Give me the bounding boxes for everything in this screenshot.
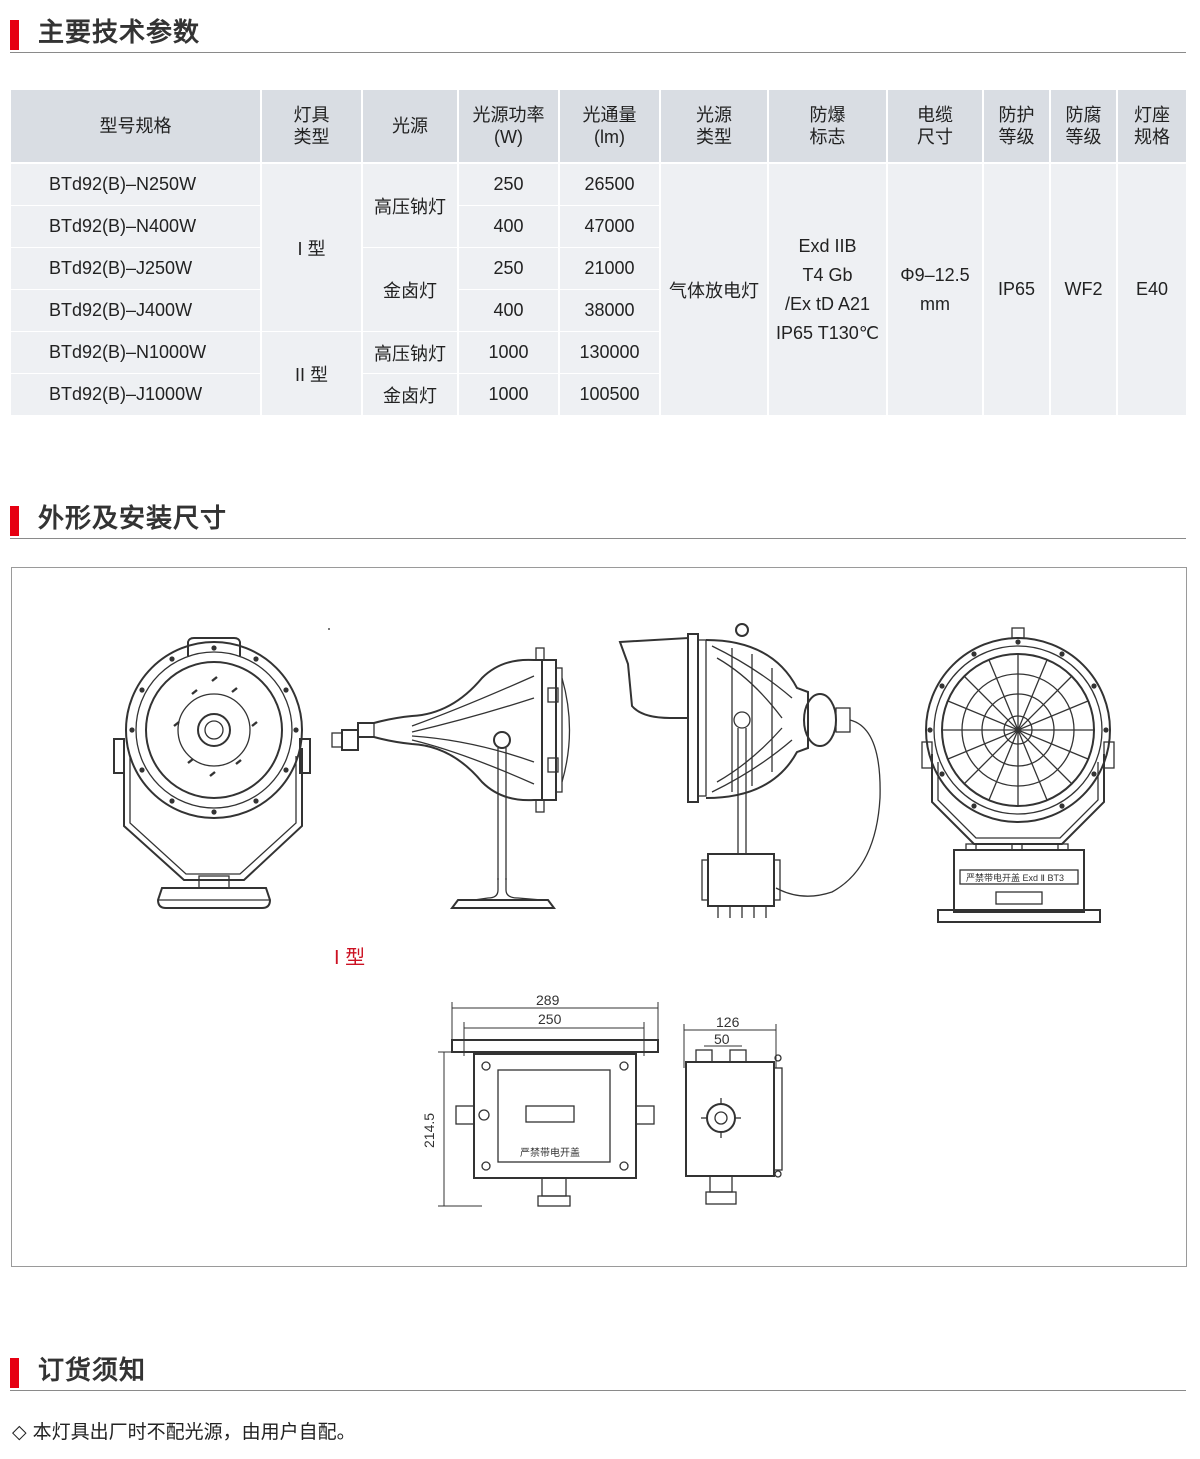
drawing-area: I 型 [11, 567, 1187, 1267]
dim-126: 126 [716, 1014, 740, 1030]
section-header-params: 主要技术参数 [10, 16, 1186, 53]
section-title: 订货须知 [38, 1356, 147, 1386]
box-front-plate-text: 严禁带电开盖 [520, 1146, 580, 1159]
table-row: BTd92(B)–J400W 400 38000 [11, 289, 1186, 332]
dim-214-5: 214.5 [421, 1113, 437, 1148]
table-row: BTd92(B)–J1000W 金卤灯 1000 100500 [11, 373, 1186, 415]
table-header-row: 型号规格 灯具类型 光源 光源功率(W) 光通量(lm) 光源类型 防爆标志 电… [11, 90, 1186, 163]
side-view-drawing [328, 628, 571, 909]
side-view-type2-drawing [618, 623, 881, 918]
cell-power: 400 [457, 289, 559, 332]
junction-box-front-drawing: 289 250 214.5 严禁带电开盖 [421, 992, 659, 1207]
type-label: I 型 [334, 946, 365, 969]
cell-flux: 100500 [558, 373, 660, 415]
junction-box-side-drawing: 126 50 [683, 1014, 783, 1205]
cell-source-metal-halide: 金卤灯 [361, 373, 458, 415]
cell-power: 250 [457, 247, 559, 290]
cell-flux: 26500 [558, 162, 660, 206]
front-view-type2-drawing: 严禁带电开盖 Exd Ⅱ BT3 [921, 627, 1115, 923]
ordering-note: ◇ 本灯具出厂时不配光源，由用户自配。 [12, 1421, 356, 1443]
cell-flux: 130000 [558, 331, 660, 374]
section-header-ordering: 订货须知 [10, 1354, 1186, 1391]
cell-model: BTd92(B)–N400W [11, 205, 261, 248]
dim-50: 50 [714, 1031, 730, 1047]
cell-source-metal-halide: 金卤灯 [361, 247, 458, 332]
cell-model: BTd92(B)–N1000W [11, 331, 261, 374]
box-plate-text: 严禁带电开盖 Exd Ⅱ BT3 [966, 872, 1064, 883]
section-title: 外形及安装尺寸 [38, 504, 228, 534]
header-power: 光源功率(W) [457, 90, 559, 163]
header-model: 型号规格 [11, 90, 261, 163]
header-source-type: 光源类型 [659, 90, 768, 163]
cell-source-sodium: 高压钠灯 [361, 331, 458, 374]
front-view-drawing [113, 637, 311, 909]
header-socket: 灯座规格 [1116, 90, 1186, 163]
cell-model: BTd92(B)–J1000W [11, 373, 261, 415]
dim-289: 289 [536, 992, 560, 1008]
cell-ip: IP65 [982, 162, 1050, 415]
header-flux: 光通量(lm) [558, 90, 660, 163]
cell-model: BTd92(B)–J250W [11, 247, 261, 290]
cell-socket: E40 [1116, 162, 1186, 415]
cell-power: 400 [457, 205, 559, 248]
header-ip: 防护等级 [982, 90, 1050, 163]
cell-model: BTd92(B)–N250W [11, 162, 261, 206]
cell-flux: 21000 [558, 247, 660, 290]
table-row: BTd92(B)–N250W I 型 高压钠灯 250 26500 气体放电灯 … [11, 162, 1186, 415]
cell-flux: 38000 [558, 289, 660, 332]
section-header-dimensions: 外形及安装尺寸 [10, 502, 1186, 539]
cell-flux: 47000 [558, 205, 660, 248]
header-light-source: 光源 [361, 90, 458, 163]
cell-power: 1000 [457, 373, 559, 415]
header-anticorrosion: 防腐等级 [1049, 90, 1117, 163]
spec-table: 型号规格 灯具类型 光源 光源功率(W) 光通量(lm) 光源类型 防爆标志 电… [11, 90, 1186, 415]
table-row: BTd92(B)–N400W 400 47000 [11, 205, 1186, 248]
header-cable: 电缆尺寸 [886, 90, 983, 163]
table-row: BTd92(B)–N1000W II 型 高压钠灯 1000 130000 [11, 331, 1186, 415]
header-ex-mark: 防爆标志 [767, 90, 887, 163]
section-accent-bar [10, 1358, 19, 1388]
cell-fixture-type-2: II 型 [260, 331, 362, 415]
table-row: BTd92(B)–J250W 金卤灯 250 21000 [11, 247, 1186, 332]
cell-source-sodium: 高压钠灯 [361, 162, 458, 248]
header-fixture-type: 灯具类型 [260, 90, 362, 163]
cell-power: 250 [457, 162, 559, 206]
cell-power: 1000 [457, 331, 559, 374]
technical-drawings: I 型 [113, 623, 1115, 1207]
section-accent-bar [10, 506, 19, 536]
cell-model: BTd92(B)–J400W [11, 289, 261, 332]
cell-anticorrosion: WF2 [1049, 162, 1117, 415]
cell-lamp-type: 气体放电灯 [659, 162, 768, 415]
section-title: 主要技术参数 [38, 18, 201, 48]
cell-fixture-type-1: I 型 [260, 162, 362, 332]
section-accent-bar [10, 20, 19, 50]
dim-250: 250 [538, 1011, 562, 1027]
